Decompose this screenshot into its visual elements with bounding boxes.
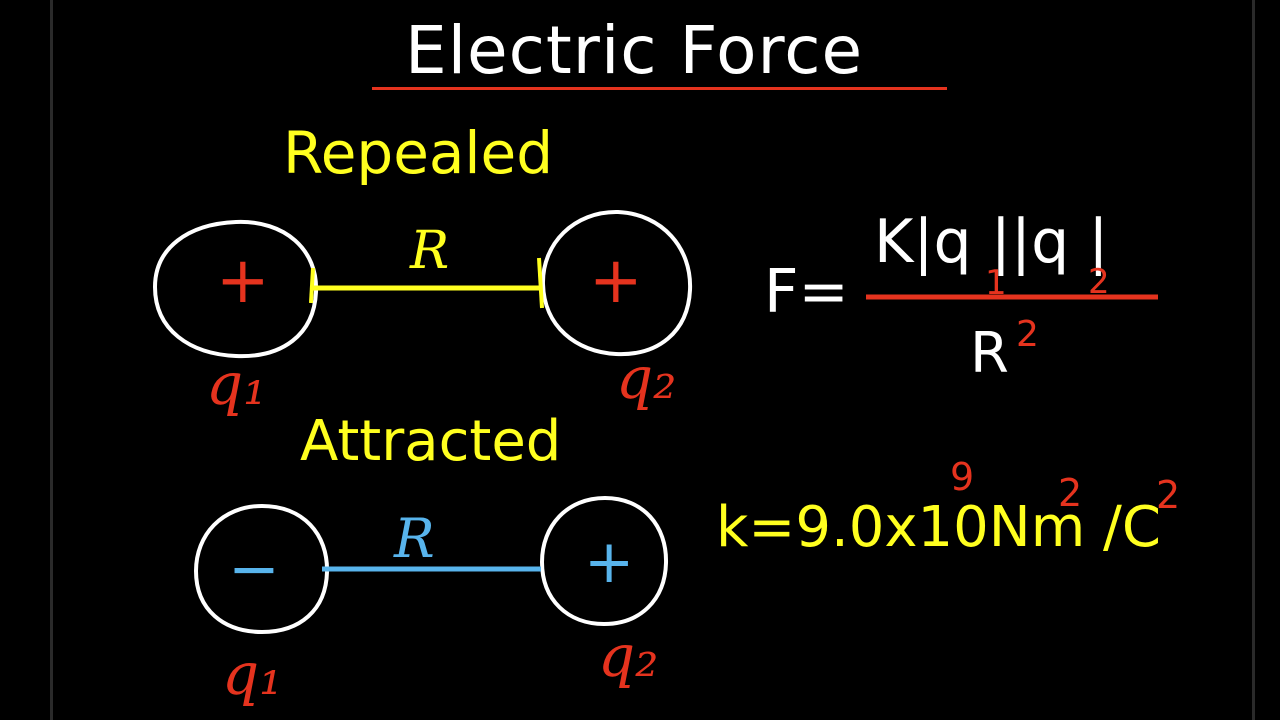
exponent-m: 2	[1058, 471, 1082, 515]
distance-tick	[537, 257, 544, 309]
charge-sign: +	[589, 244, 643, 318]
exponent-c: 2	[1156, 473, 1180, 517]
constant-exponents: 9 2 2	[950, 455, 1180, 517]
coulomb-constant: k=9.0x10Nm /C	[716, 495, 1162, 560]
charge-name: q₂	[616, 344, 676, 412]
title-underline	[372, 87, 947, 90]
charge-sign: +	[216, 244, 270, 318]
charge-sign: −	[228, 532, 280, 605]
formula-denominator: R	[970, 321, 1009, 386]
formula-marks: 1 2 2	[866, 262, 1158, 355]
left-frame-edge	[0, 0, 53, 720]
charge-circle	[152, 219, 319, 359]
attracted-label: Attracted	[300, 409, 562, 474]
distance-label: R	[393, 507, 435, 570]
right-frame-edge	[1252, 0, 1280, 720]
charge-circle	[540, 209, 693, 357]
repelled-label: Repealed	[283, 119, 554, 187]
force-symbol: F=	[764, 257, 849, 327]
attracted-diagram: R − + q₁ q₂	[193, 495, 669, 708]
r-squared-exponent: 2	[1016, 314, 1039, 355]
charge-name: q₂	[598, 622, 658, 690]
charge-name: q₁	[222, 640, 282, 708]
subscript-2: 2	[1088, 262, 1110, 302]
exponent-ten: 9	[950, 455, 974, 499]
charge-name: q₁	[206, 350, 266, 418]
formula-numerator: K|q ||q |	[874, 207, 1109, 277]
repelled-diagram: R + + q₁ q₂	[152, 209, 693, 418]
distance-label: R	[409, 221, 449, 281]
charge-circle	[193, 503, 330, 635]
subscript-1: 1	[985, 263, 1007, 303]
charge-sign: +	[584, 527, 634, 597]
distance-tick	[309, 267, 315, 304]
page-title: Electric Force	[405, 12, 864, 89]
charge-circle	[539, 495, 669, 627]
